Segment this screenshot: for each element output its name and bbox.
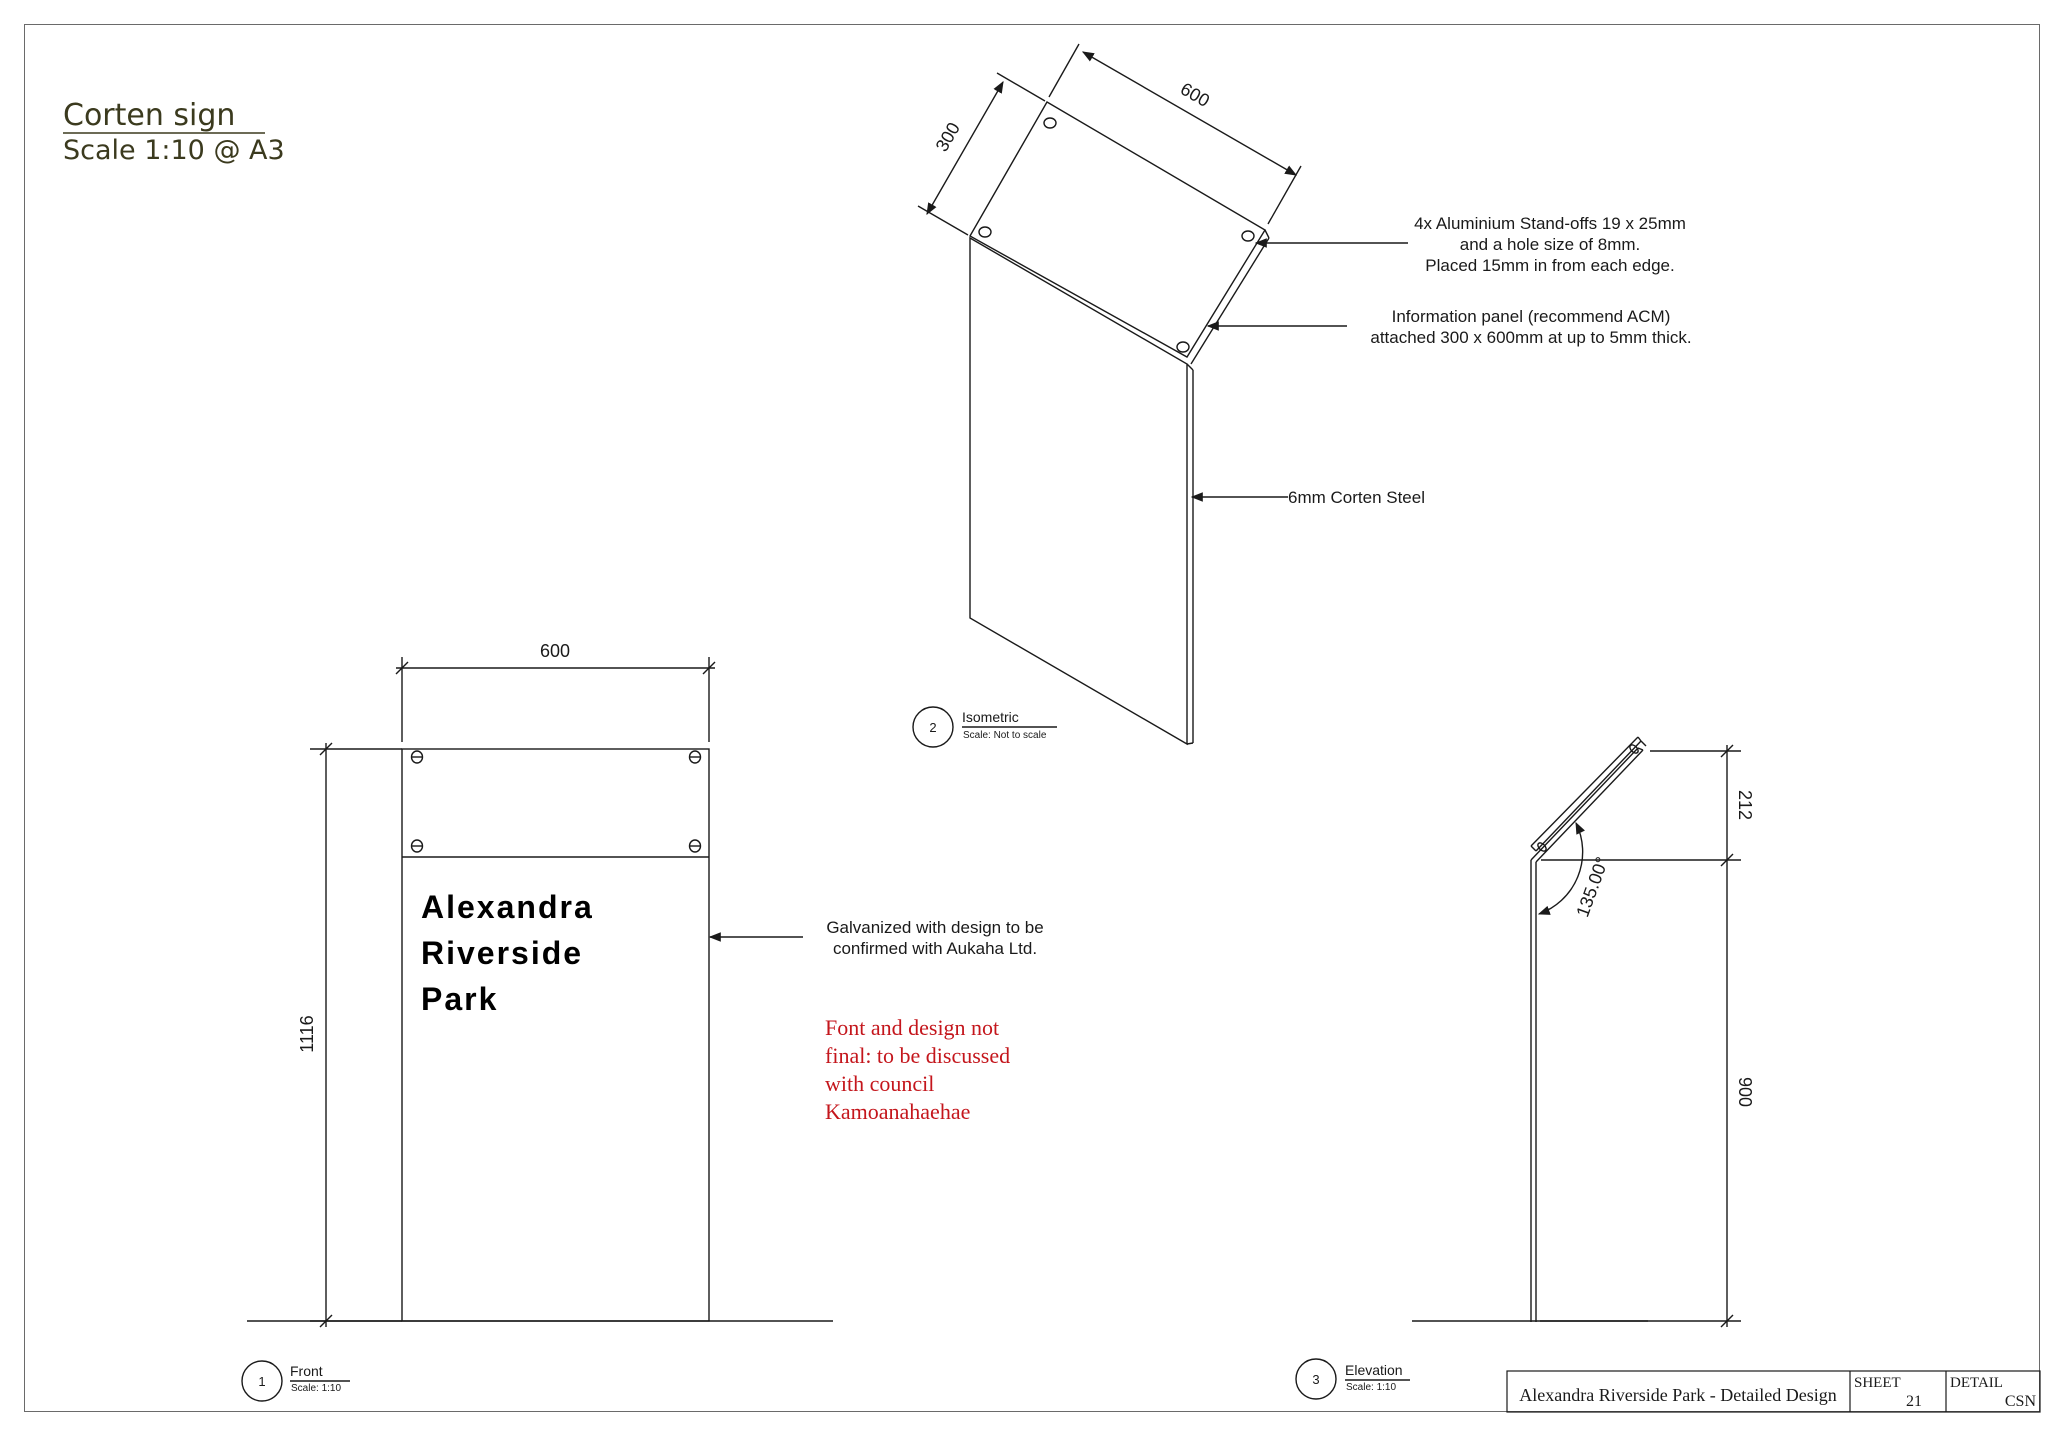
isometric-view (917, 43, 1408, 746)
note-standoffs-line: Placed 15mm in from each edge. (1425, 256, 1674, 275)
title-block-detail-value: CSN (2005, 1393, 2037, 1410)
elev-view-number: 3 (1312, 1372, 1319, 1387)
sign-text-line: Park (421, 981, 498, 1017)
title-block (1506, 1370, 2041, 1413)
view-number-circle-icon (241, 1360, 283, 1402)
note-panel: Information panel (recommend ACM) attach… (1370, 307, 1691, 347)
title-block-project: Alexandra Riverside Park - Detailed Desi… (1519, 1385, 1836, 1405)
note-standoffs-line: 4x Aluminium Stand-offs 19 x 25mm (1414, 214, 1686, 233)
title-block-detail-label: DETAIL (1950, 1375, 2003, 1391)
elev-view-label: 3 Elevation Scale: 1:10 (1295, 1358, 1410, 1400)
note-panel-line: attached 300 x 600mm at up to 5mm thick. (1370, 328, 1691, 347)
note-standoffs-line: and a hole size of 8mm. (1460, 235, 1640, 254)
elev-dim-top: 212 (1735, 790, 1755, 820)
iso-standoff-icon (1176, 341, 1190, 353)
iso-standoff-icon (1043, 117, 1057, 129)
elev-view-scale: Scale: 1:10 (1346, 1382, 1396, 1393)
note-panel-line: Information panel (recommend ACM) (1392, 307, 1671, 326)
front-sign-outline (401, 748, 710, 1322)
front-view-scale: Scale: 1:10 (291, 1383, 341, 1394)
elev-angle-arc (1537, 821, 1586, 915)
elev-standoff-icon (1629, 744, 1639, 754)
note-font-red: Font and design not final: to be discuss… (825, 1015, 1010, 1124)
front-standoff-icon (688, 750, 702, 764)
front-sign-text: Alexandra Riverside Park (421, 889, 594, 1017)
iso-dim-height-line (926, 80, 1004, 216)
front-dim-width: 600 (540, 641, 570, 661)
title-scale: Scale 1:10 @ A3 (63, 135, 285, 166)
iso-view-title: Isometric (962, 709, 1019, 725)
front-view-title: Front (290, 1363, 323, 1379)
elev-angle: 135.00° (1572, 854, 1612, 919)
title-block-sheet-value: 21 (1906, 1393, 1922, 1410)
sign-text-line: Riverside (421, 935, 583, 971)
note-galvanized-line: confirmed with Aukaha Ltd. (833, 939, 1037, 958)
front-standoff-icon (688, 839, 702, 853)
iso-dim-height: 300 (932, 119, 964, 155)
front-standoff-icon (410, 750, 424, 764)
sign-text-line: Alexandra (421, 889, 594, 925)
elev-view-title: Elevation (1345, 1362, 1403, 1378)
note-font-line: with council (825, 1071, 934, 1096)
note-font-line: final: to be discussed (825, 1043, 1010, 1068)
elev-standoff-icon (1537, 842, 1547, 852)
iso-dim-width-line (1081, 51, 1298, 176)
title-block-sheet-label: SHEET (1854, 1375, 1901, 1391)
elevation-view (1412, 736, 1741, 1328)
elev-panel-line (1530, 747, 1639, 861)
note-font-line: Font and design not (825, 1015, 999, 1040)
elev-dim-bottom: 900 (1735, 1077, 1755, 1107)
front-view-label: 1 Front Scale: 1:10 (241, 1360, 350, 1402)
title-main: Corten sign (63, 98, 235, 133)
note-steel: 6mm Corten Steel (1288, 488, 1425, 507)
iso-info-panel (969, 101, 1266, 358)
front-dim-height: 1116 (297, 1015, 317, 1052)
iso-steel-plate (969, 236, 1188, 746)
sheet-border (24, 24, 2040, 1412)
iso-dim-width: 600 (1177, 79, 1213, 111)
front-view-number: 1 (258, 1374, 265, 1389)
note-standoffs: 4x Aluminium Stand-offs 19 x 25mm and a … (1414, 214, 1686, 275)
note-font-line: Kamoanahaehae (825, 1099, 970, 1124)
note-galvanized-line: Galvanized with design to be (826, 918, 1043, 937)
iso-view-label: 2 Isometric Scale: Not to scale (912, 706, 1057, 748)
drawing-title: Corten sign Scale 1:10 @ A3 (63, 98, 285, 166)
iso-standoff-icon (1241, 230, 1255, 242)
front-view (247, 657, 833, 1328)
iso-view-number: 2 (929, 720, 936, 735)
view-number-circle-icon (912, 706, 954, 748)
front-standoff-icon (410, 839, 424, 853)
note-galvanized: Galvanized with design to be confirmed w… (826, 918, 1043, 958)
iso-view-scale: Scale: Not to scale (963, 730, 1047, 741)
view-number-circle-icon (1295, 1358, 1337, 1400)
iso-standoff-icon (978, 226, 992, 238)
title-block-box (1506, 1370, 2041, 1413)
